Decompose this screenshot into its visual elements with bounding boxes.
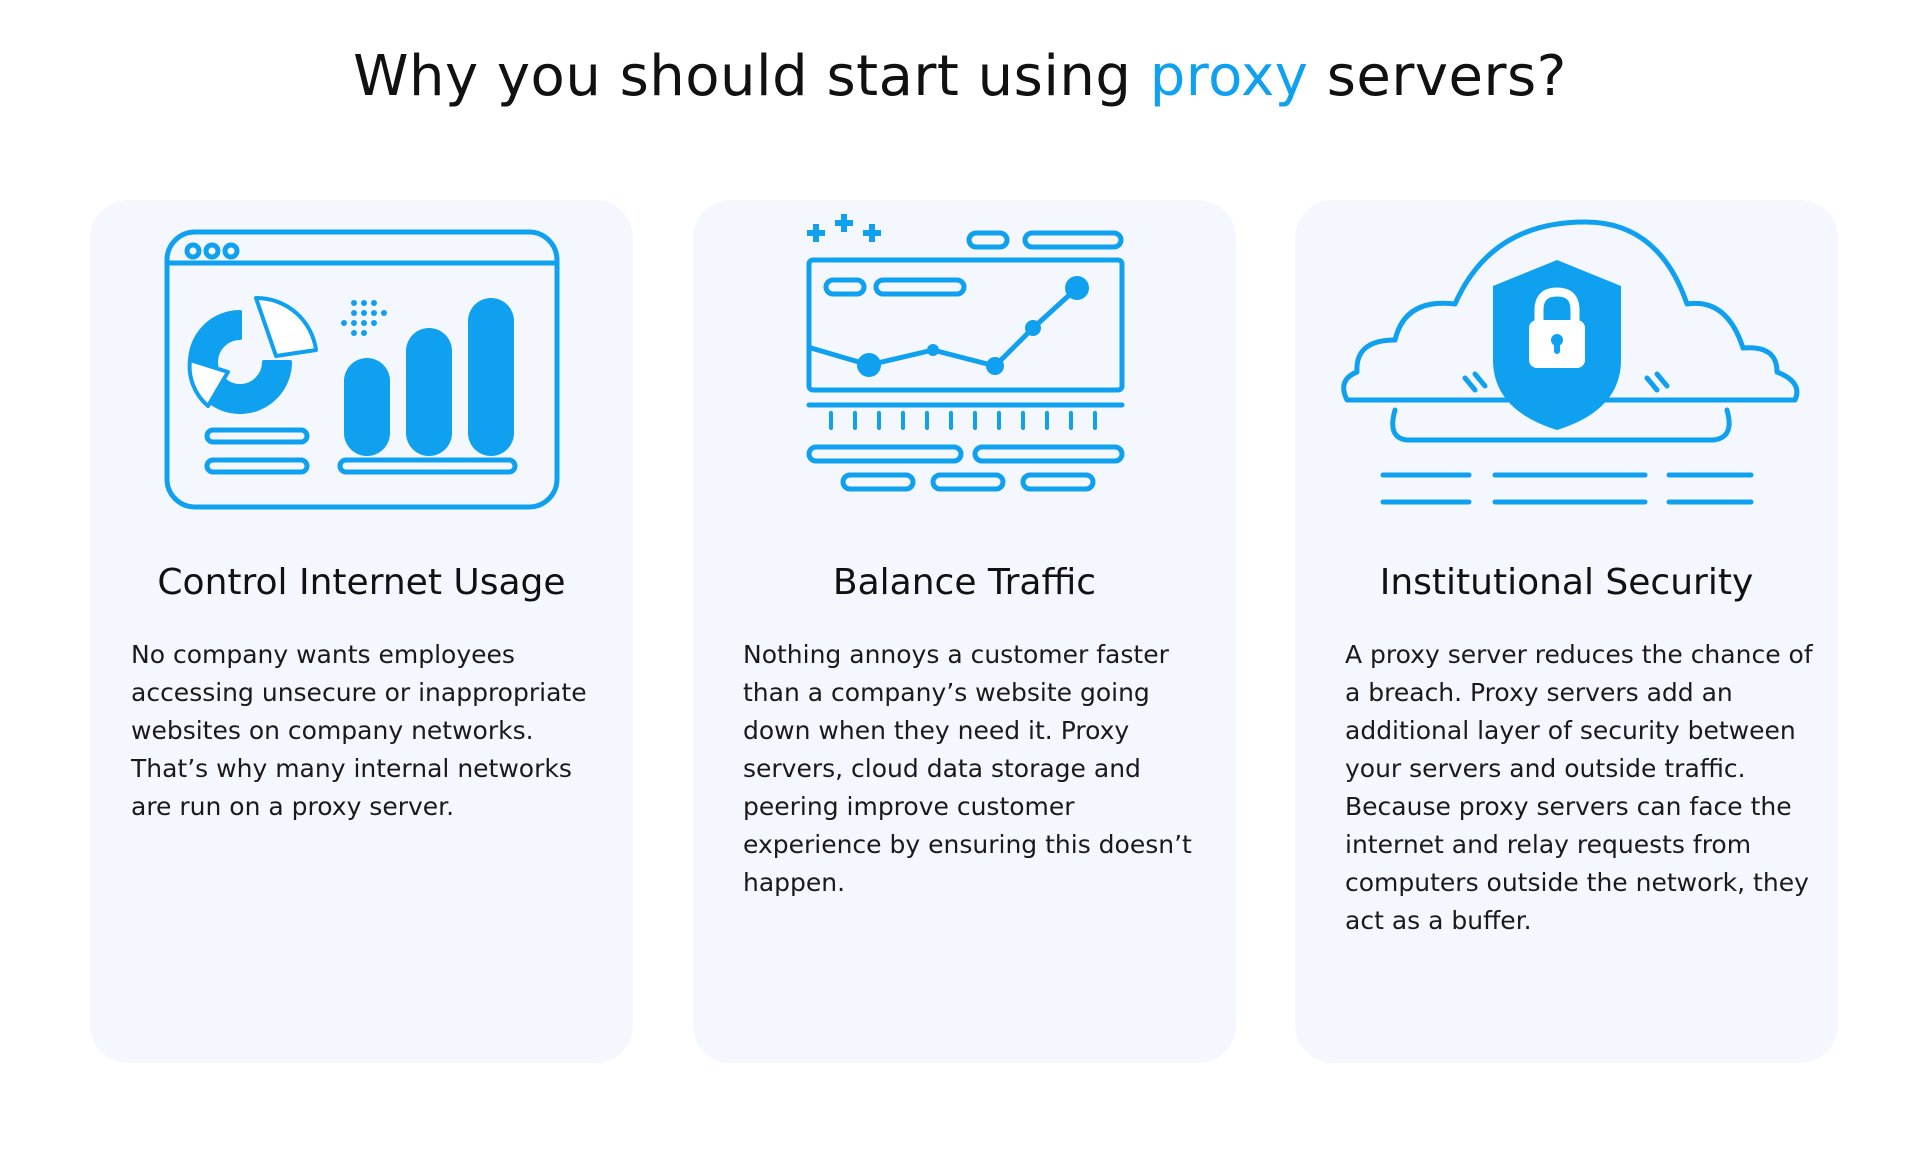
- card-description: Nothing annoys a customer faster than a …: [743, 640, 1192, 897]
- title-text-before: Why you should start using: [353, 44, 1150, 109]
- cloud-shield-lock-icon: [1341, 219, 1800, 505]
- line-graph-traffic-icon: [806, 214, 1125, 492]
- browser-dashboard-chart-icon: [164, 229, 560, 510]
- card-institutional-security: Institutional Security A proxy server re…: [1295, 200, 1838, 1063]
- card-description: A proxy server reduces the chance of a b…: [1345, 640, 1813, 935]
- card-balance-traffic: Balance Traffic Nothing annoys a custome…: [693, 200, 1236, 1063]
- card-title: Institutional Security: [1379, 562, 1754, 603]
- card-title: Control Internet Usage: [157, 562, 566, 603]
- page-title: Why you should start using proxy servers…: [0, 44, 1920, 109]
- card-description: No company wants employees accessing uns…: [131, 640, 587, 821]
- title-accent-word: proxy: [1149, 44, 1309, 109]
- card-title: Balance Traffic: [832, 562, 1097, 603]
- title-text-after: servers?: [1308, 44, 1567, 109]
- card-control-internet-usage: Control Internet Usage No company wants …: [90, 200, 633, 1063]
